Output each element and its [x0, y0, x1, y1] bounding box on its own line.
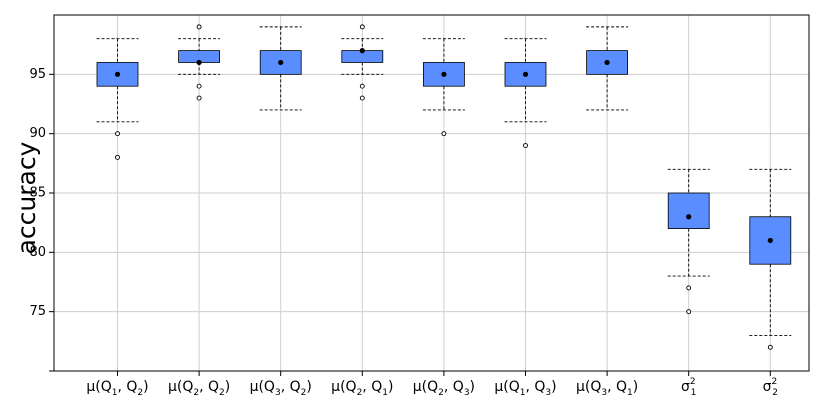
- box-plot: [667, 168, 710, 315]
- outlier-point: [196, 95, 202, 101]
- outlier-point: [196, 24, 202, 30]
- box-plot: [96, 38, 139, 160]
- box-plot: [749, 168, 792, 350]
- box-plot: [422, 38, 465, 137]
- x-axis: μ(Q1, Q2) μ(Q2, Q2) μ(Q3, Q2) μ(Q2, Q1) μ(Q2…: [86, 371, 778, 398]
- outlier-point: [359, 95, 365, 101]
- outlier-point: [115, 154, 120, 160]
- y-tick-label: 80: [29, 245, 46, 260]
- y-axis: 75 80 85 90 95: [29, 67, 54, 372]
- box-plot: [504, 38, 547, 148]
- median-point: [604, 59, 610, 66]
- box-plot: [586, 26, 629, 111]
- median-point: [359, 48, 365, 54]
- outlier-point: [767, 344, 773, 350]
- median-point: [686, 214, 692, 220]
- x-tick-label: μ(Q2, Q2): [168, 379, 230, 398]
- x-tick-label: μ(Q2, Q1): [331, 379, 393, 398]
- median-point: [114, 71, 121, 77]
- x-tick-label: μ(Q1, Q3): [494, 379, 556, 398]
- median-point: [441, 71, 447, 77]
- box-series: [96, 24, 792, 350]
- x-tick-label: μ(Q2, Q3): [413, 379, 475, 398]
- outlier-point: [359, 83, 365, 89]
- x-tick-label: μ(Q3, Q1): [576, 379, 638, 398]
- y-axis-label: accuracy: [12, 141, 41, 254]
- median-point: [196, 59, 202, 66]
- outlier-point: [115, 131, 120, 137]
- median-point: [278, 59, 284, 66]
- y-tick-label: 75: [29, 304, 46, 319]
- median-point: [522, 71, 529, 77]
- y-tick-label: 85: [29, 186, 46, 201]
- outlier-point: [359, 24, 365, 30]
- outlier-point: [196, 83, 202, 89]
- median-point: [767, 237, 773, 244]
- box-plot: [341, 24, 384, 101]
- x-tick-label: μ(Q3, Q2): [250, 379, 312, 398]
- x-tick-label: μ(Q1, Q2): [86, 379, 148, 398]
- outlier-point: [686, 285, 692, 291]
- box-plot: [259, 26, 302, 111]
- iqr-box: [667, 192, 710, 229]
- y-tick-label: 95: [29, 67, 46, 82]
- y-tick-label: 90: [29, 126, 46, 141]
- outlier-point: [523, 143, 528, 148]
- box-plot: [178, 24, 221, 101]
- outlier-point: [441, 131, 447, 137]
- outlier-point: [686, 309, 692, 315]
